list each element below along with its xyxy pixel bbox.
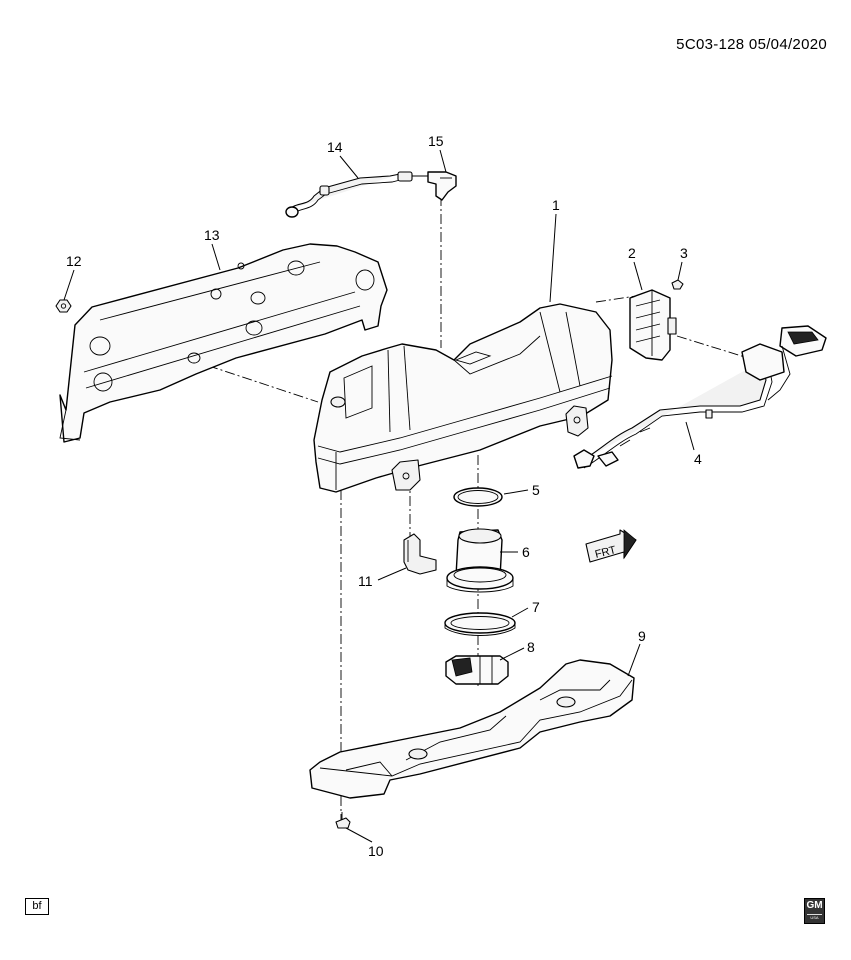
front-arrow-icon: FRT (585, 529, 637, 563)
gm-logo-icon: GM USA (804, 898, 825, 924)
callout-4: 4 (694, 451, 702, 467)
part-2-control-module (629, 289, 677, 361)
part-15-valve (427, 171, 457, 201)
part-14-vent-hose (285, 171, 430, 218)
callout-11: 11 (358, 573, 373, 589)
callout-15: 15 (428, 133, 444, 149)
callout-8: 8 (527, 639, 535, 655)
part-13-heat-shield (59, 243, 388, 443)
part-8-retainer (445, 655, 509, 685)
footer-tag: bf (25, 898, 49, 915)
part-4-wiring-harness (573, 325, 827, 469)
gm-logo-text: GM (806, 900, 823, 911)
leader-lines (63, 149, 695, 843)
callout-10: 10 (368, 843, 384, 859)
front-indicator-label: FRT (594, 544, 618, 561)
callout-3: 3 (680, 245, 688, 261)
callout-7: 7 (532, 599, 540, 615)
part-6-fuel-pump (446, 528, 514, 593)
callout-numbers: 1 2 3 4 5 6 7 8 9 10 11 12 13 14 15 (66, 133, 702, 859)
part-1-fuel-tank (313, 303, 613, 493)
gm-logo-subtext: USA (807, 914, 822, 921)
callout-6: 6 (522, 544, 530, 560)
diagram-doc-id: 5C03-128 05/04/2020 (676, 36, 827, 53)
part-7-lock-ring (444, 612, 516, 636)
part-12-nut (55, 299, 72, 313)
part-11-bracket (403, 533, 437, 575)
part-5-o-ring (453, 487, 503, 507)
callout-14: 14 (327, 139, 343, 155)
callout-12: 12 (66, 253, 82, 269)
callout-1: 1 (552, 197, 560, 213)
part-9-skid-plate (309, 659, 635, 799)
callout-5: 5 (532, 482, 540, 498)
part-10-screw (335, 812, 351, 829)
part-3-bolt (671, 279, 684, 290)
callout-2: 2 (628, 245, 636, 261)
callout-13: 13 (204, 227, 220, 243)
callout-9: 9 (638, 628, 646, 644)
